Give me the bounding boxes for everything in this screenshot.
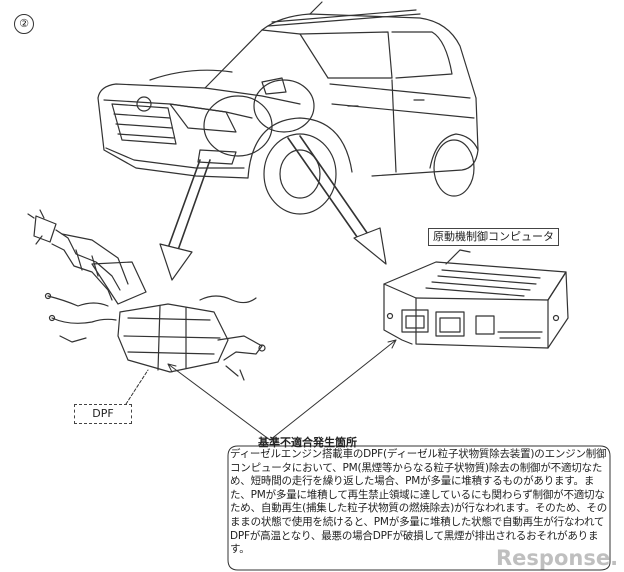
arrow-to-ecu <box>287 135 387 265</box>
suv-drawing <box>97 1 479 215</box>
watermark-logo: Response. <box>496 546 619 570</box>
figure-number: ② <box>14 14 34 34</box>
callout-arrow-dpf <box>167 363 271 441</box>
callout-body: ディーゼルエンジン搭載車のDPF(ディーゼル粒子状物質除去装置)のエンジン制御コ… <box>230 448 608 556</box>
dpf-assembly-drawing <box>27 209 266 381</box>
callout-arrow-ecu <box>269 339 397 441</box>
dpf-label: DPF <box>74 404 132 424</box>
ecu-drawing <box>383 249 569 349</box>
ecu-label: 原動機制御コンピュータ <box>428 228 559 246</box>
callout-title: 基準不適合発生箇所 <box>258 436 357 449</box>
dpf-label-leader <box>125 369 149 405</box>
arrow-to-dpf <box>159 159 211 281</box>
callout-bubble <box>227 445 611 571</box>
